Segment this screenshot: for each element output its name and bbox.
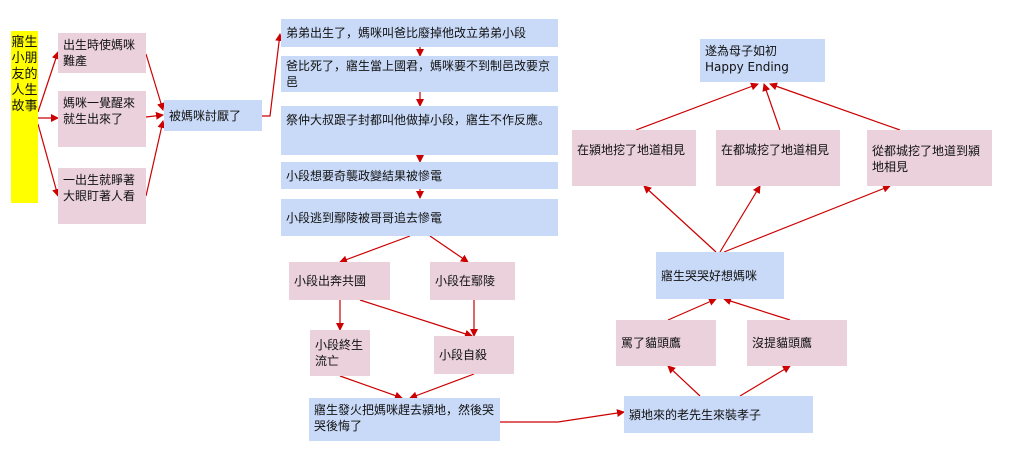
arrow-oldman-to-scolded [667,365,701,397]
node-tunnel-capital: 在都城挖了地道相見 [716,130,840,186]
node-misses-mom: 寤生哭哭好想媽咪 [656,252,784,299]
arrow-tunnel1-to-ending [635,82,759,131]
node-old-man-arrives: 潁地來的老先生來裝孝子 [624,396,813,433]
arrow-cause2-to-hated [145,111,164,120]
node-scolded-owl: 罵了貓頭鷹 [616,320,716,366]
arrow-flee-to-suicide [359,299,473,338]
node-no-mention-owl: 沒提貓頭鷹 [747,320,847,366]
arrow-tunnel3-to-ending [769,82,901,131]
node-mom-exiled: 寤生發火把媽咪趕去潁地，然後哭哭後悔了 [309,398,500,441]
ending-line-english: Happy Ending [705,60,789,74]
arrow-angry-to-oldman [500,409,625,423]
node-tunnel-ying: 在潁地挖了地道相見 [572,130,696,186]
node-birth-cause-difficult: 出生時使媽咪難產 [58,33,146,73]
arrow-miss-to-tunnel3 [723,184,891,253]
node-tunnel-capital-to-ying: 從都城挖了地道到潁地相見 [867,130,992,186]
arrow-title-to-cause1 [37,51,60,113]
node-step-dad-died: 爸比死了，寤生當上國君，媽咪要不到制邑改要京邑 [281,56,558,92]
arrow-cause1-to-hated [145,53,165,111]
node-step-chased-to-yanling: 小段逃到鄢陵被哥哥追去慘電 [281,199,558,236]
node-suicide: 小段自殺 [434,336,514,374]
arrow-tunnel2-to-ending [762,83,781,131]
node-at-yanling: 小段在鄢陵 [430,262,515,300]
arrow-step5-to-yan [429,235,469,263]
node-step-advisors: 祭仲大叔跟子封都叫他做掉小段，寤生不作反應。 [281,106,558,155]
node-step-coup-failed: 小段想要奇襲政變結果被慘電 [281,162,558,189]
arrow-suicide-to-angry [409,373,475,400]
node-birth-cause-eyes: 一出生就睜著大眼盯著人看 [58,168,146,224]
node-birth-cause-asleep: 媽咪一覺醒來就生出來了 [58,91,146,147]
arrow-cause3-to-hated [145,120,166,197]
arrow-exile-to-angry [339,375,403,400]
arrow-miss-to-tunnel1 [643,185,717,253]
arrow-miss-to-tunnel2 [719,185,761,253]
arrow-nomention-to-miss [723,297,791,321]
node-happy-ending: 遂為母子如初 Happy Ending [700,39,825,82]
node-lifelong-exile: 小段終生流亡 [310,330,370,376]
node-hated-by-mom: 被媽咪討厭了 [164,100,262,131]
arrow-hated-to-step1 [262,33,284,117]
arrow-scolded-to-miss [667,298,717,321]
node-flee-to-gong: 小段出奔共國 [289,262,390,300]
story-title: 寤生小朋友的人生故事 [11,31,38,203]
arrow-step5-to-flee [339,235,411,264]
ending-line-chinese: 遂為母子如初 [705,44,778,58]
node-step-brother-born: 弟弟出生了，媽咪叫爸比廢掉他改立弟弟小段 [281,19,558,47]
arrow-title-to-cause3 [37,123,60,197]
arrow-oldman-to-nomention [739,365,791,397]
